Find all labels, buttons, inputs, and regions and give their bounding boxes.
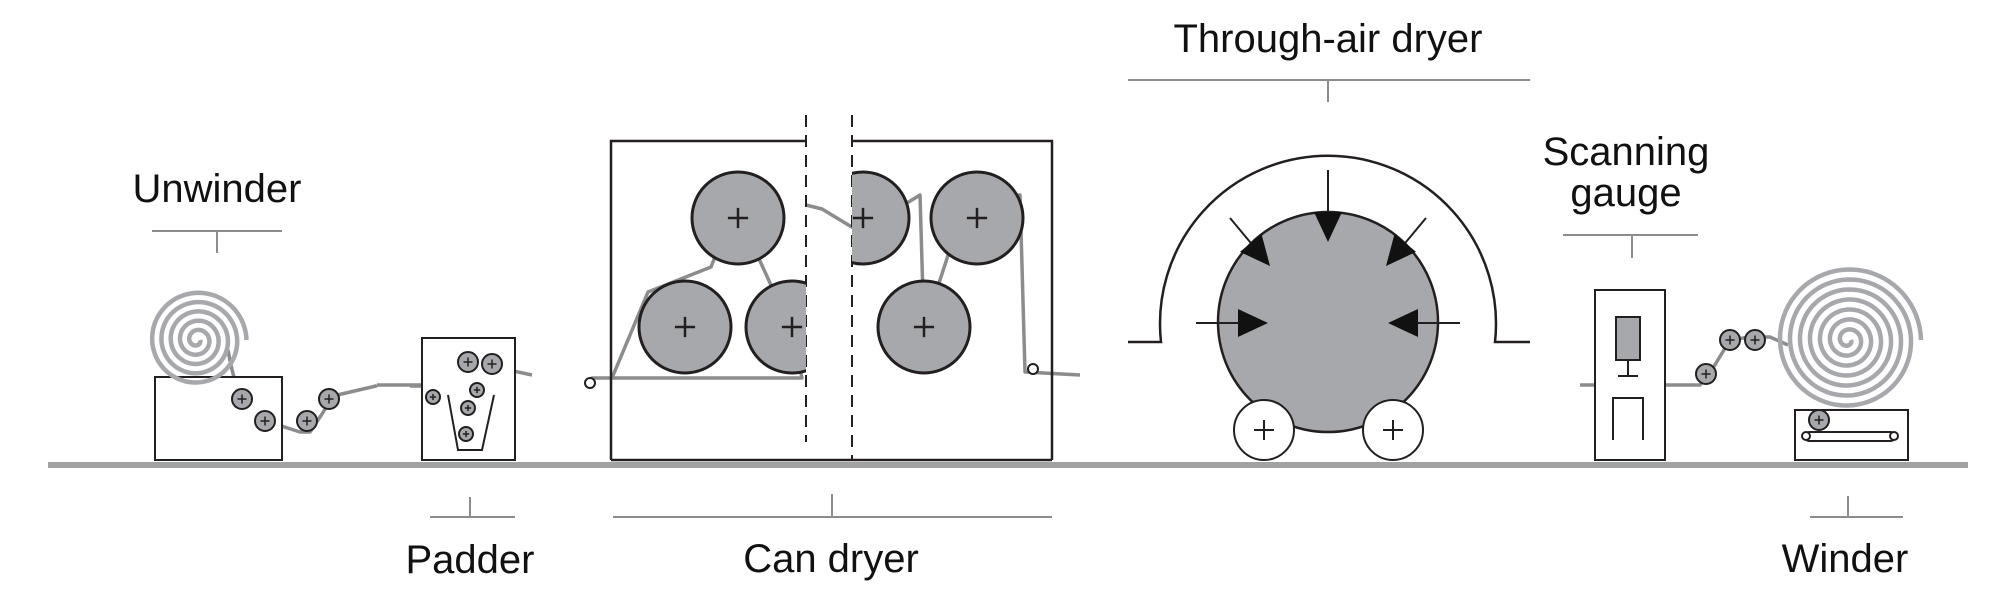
gauge-sensor-head bbox=[1615, 316, 1641, 361]
gauge-roller-2-cross bbox=[1725, 335, 1735, 345]
can-dryer-cylinder-5-cross bbox=[781, 316, 803, 338]
unwinder-roller-2-cross bbox=[260, 416, 270, 426]
can-dryer-cylinder-2 bbox=[637, 279, 733, 375]
label-winder: Winder bbox=[1782, 537, 1909, 581]
tad-support-roller-left-cross bbox=[1254, 420, 1274, 440]
can-dryer-cylinder-6-body bbox=[852, 170, 911, 266]
can-dryer-cylinder-3-cross bbox=[966, 207, 988, 229]
unwinder-roller-3-cross bbox=[302, 416, 312, 426]
winder-rail-end-left bbox=[1801, 431, 1811, 441]
unwinder-unit bbox=[149, 290, 340, 461]
tad-air-arrow-head-4 bbox=[1238, 309, 1268, 337]
can-dryer-unit bbox=[584, 115, 1054, 462]
padder-roller-6-cross bbox=[462, 430, 470, 438]
tad-hood bbox=[1128, 154, 1530, 344]
can-dryer-exit-roller bbox=[1027, 363, 1039, 375]
label-scanning-gauge-line1: Scanning bbox=[1543, 130, 1710, 174]
can-dryer-entry-roller bbox=[584, 377, 596, 389]
padder-roller-4-cross bbox=[464, 404, 472, 412]
tad-air-arrow-shaft-2 bbox=[1229, 217, 1255, 247]
label-scanning-gauge-line2: gauge bbox=[1570, 171, 1681, 215]
padder-roller-2-cross bbox=[487, 359, 497, 369]
winder-rail bbox=[1804, 431, 1896, 442]
unwinder-roller-1-cross bbox=[237, 394, 247, 404]
can-dryer-cylinder-1-cross bbox=[727, 207, 749, 229]
can-dryer-cylinder-5-body bbox=[744, 279, 806, 375]
scanning-gauge-unit bbox=[1594, 289, 1766, 461]
padder-roller-6 bbox=[458, 426, 474, 442]
tad-air-arrow-shaft-3 bbox=[1401, 217, 1427, 247]
padder-roller-4 bbox=[460, 400, 476, 416]
can-dryer-cylinder-3 bbox=[929, 170, 1025, 266]
padder-roller-5 bbox=[425, 389, 441, 405]
tad-air-arrow-head-1 bbox=[1314, 212, 1342, 242]
can-dryer-cylinder-6 bbox=[852, 170, 911, 266]
gauge-roller-1-cross bbox=[1701, 369, 1711, 379]
gauge-sensor-stem bbox=[1618, 360, 1638, 377]
padder-roller-3-cross bbox=[473, 386, 481, 394]
can-dryer-frame-right bbox=[852, 139, 1054, 460]
unwinder-roller-1 bbox=[231, 388, 253, 410]
padder-roller-3 bbox=[469, 382, 485, 398]
padder-trough bbox=[447, 394, 495, 451]
label-through-air-dryer: Through-air dryer bbox=[1173, 17, 1482, 61]
can-dryer-cylinder-6-cross bbox=[852, 207, 874, 229]
tad-air-arrow-head-2 bbox=[1240, 234, 1270, 266]
gauge-lower-head bbox=[1612, 397, 1644, 440]
padder-roller-1-cross bbox=[463, 357, 473, 367]
winder-drum-roller-cross bbox=[1814, 415, 1824, 425]
winder-paper-roll bbox=[1777, 267, 1924, 408]
can-dryer-frame-left bbox=[609, 139, 806, 460]
unwinder-paper-roll bbox=[149, 290, 249, 385]
unwinder-roller-2 bbox=[254, 410, 276, 432]
label-unwinder: Unwinder bbox=[133, 167, 302, 211]
gauge-roller-1 bbox=[1695, 363, 1717, 385]
tad-air-arrow-head-3 bbox=[1386, 234, 1416, 266]
can-dryer-cylinder-2-cross bbox=[674, 316, 696, 338]
unwinder-roller-3 bbox=[296, 410, 318, 432]
tad-air-arrow-head-5 bbox=[1388, 309, 1418, 337]
gauge-roller-3 bbox=[1744, 329, 1766, 351]
can-dryer-cylinder-4-cross bbox=[913, 316, 935, 338]
padder-roller-1 bbox=[457, 351, 479, 373]
gauge-roller-3-cross bbox=[1750, 335, 1760, 345]
tad-support-roller-right-cross bbox=[1383, 420, 1403, 440]
can-dryer-cylinder-4 bbox=[876, 279, 972, 375]
gauge-roller-2 bbox=[1719, 329, 1741, 351]
can-dryer-cylinder-1 bbox=[690, 170, 786, 266]
can-dryer-half-cylinder-right bbox=[852, 170, 911, 266]
can-dryer-cylinder-5 bbox=[744, 279, 806, 375]
through-air-dryer-unit bbox=[1128, 154, 1530, 461]
winder-drum-roller bbox=[1808, 409, 1830, 431]
winder-rail-end-right bbox=[1889, 431, 1899, 441]
winder-unit bbox=[1777, 267, 1924, 461]
can-dryer-half-cylinder-left bbox=[744, 279, 806, 375]
label-can-dryer: Can dryer bbox=[743, 537, 919, 581]
unwinder-roller-4-cross bbox=[324, 394, 334, 404]
padder-unit bbox=[421, 337, 516, 461]
padder-roller-2 bbox=[481, 353, 503, 375]
leader-lines bbox=[152, 79, 1903, 518]
label-padder: Padder bbox=[406, 538, 535, 582]
padder-roller-5-cross bbox=[429, 393, 437, 401]
unwinder-roller-4 bbox=[318, 388, 340, 410]
